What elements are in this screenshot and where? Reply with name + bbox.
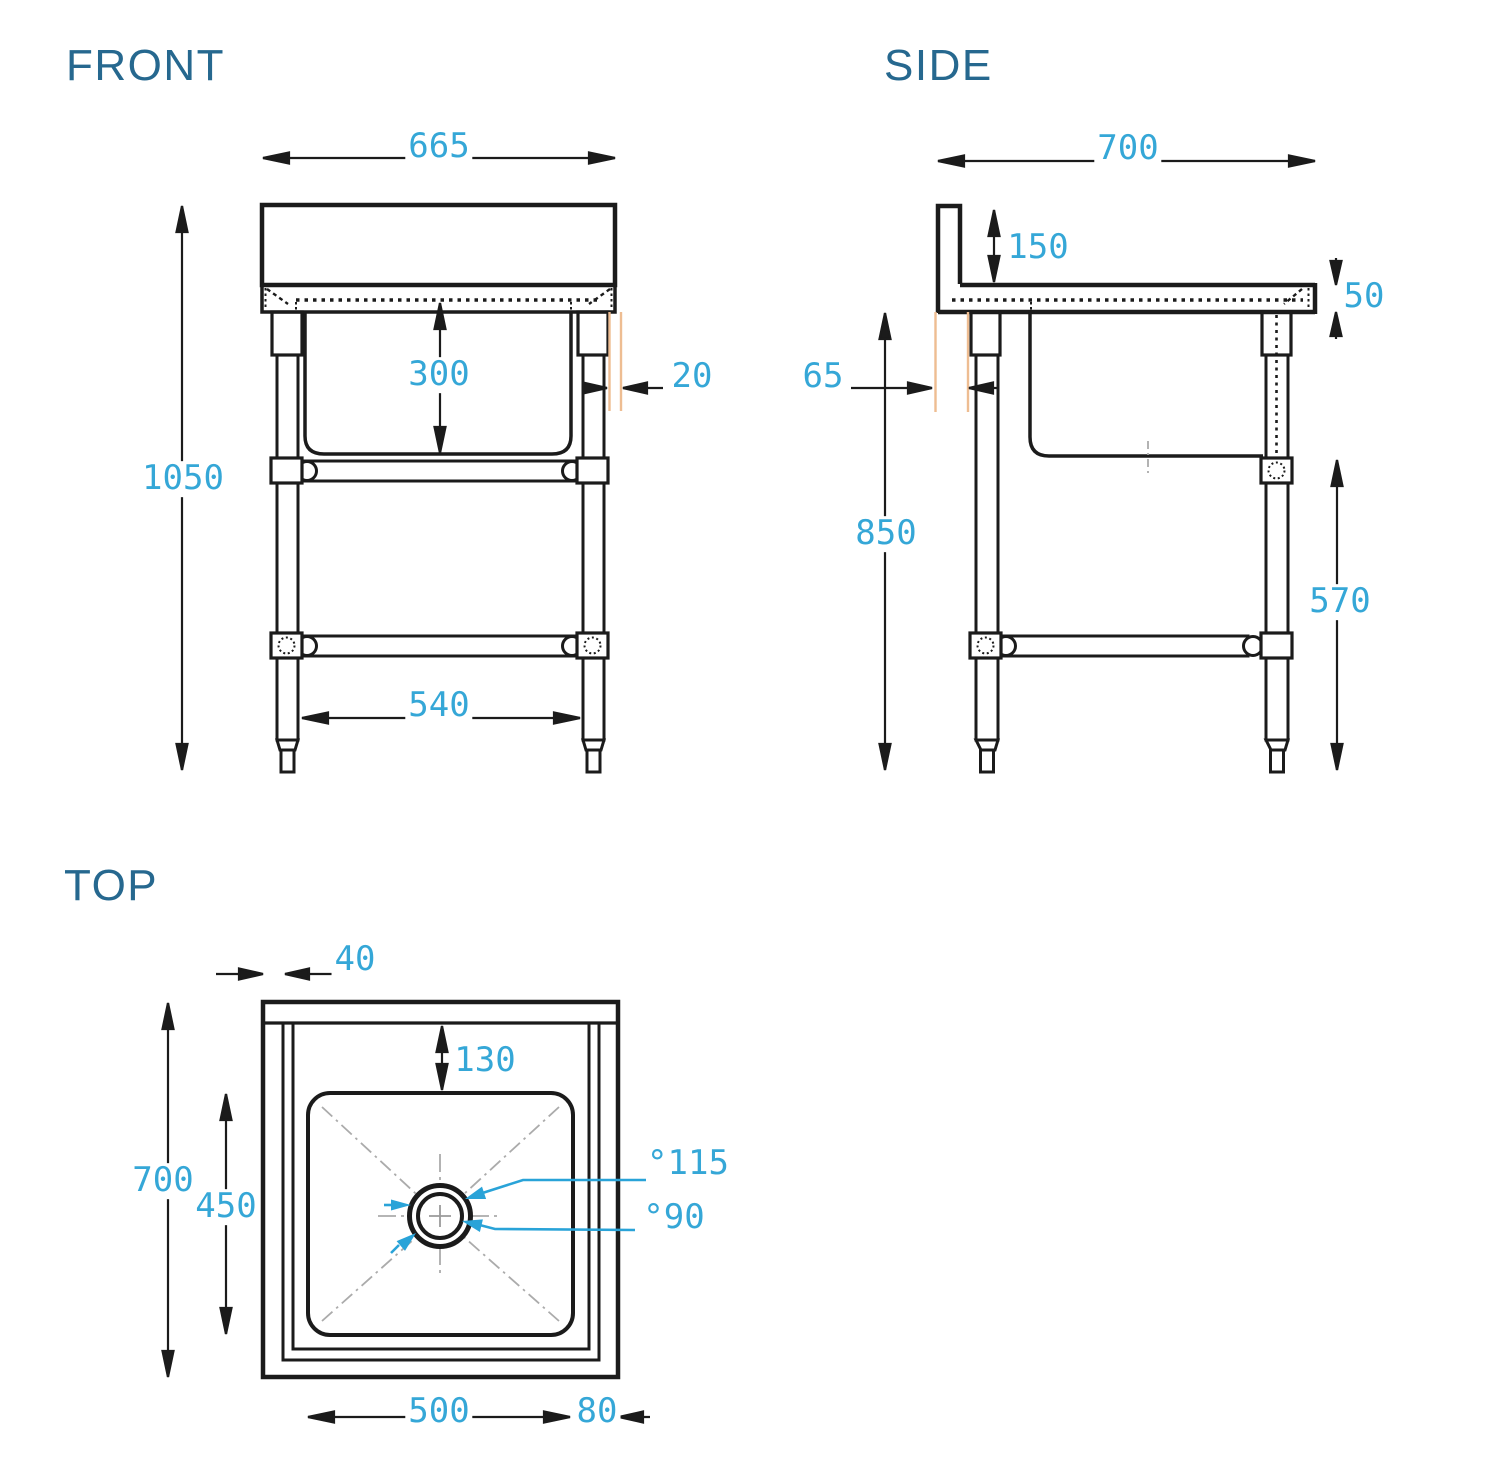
front-view: [175, 151, 663, 774]
top-sink-bowl: [306, 1091, 575, 1337]
dim-side-setback: 65: [799, 358, 847, 395]
front-lower-brace: [269, 631, 610, 660]
side-left-leg: [969, 310, 1002, 774]
dim-front-height: 1050: [139, 460, 227, 497]
dim-top-bowl-depth: 450: [192, 1188, 260, 1225]
front-tabletop: [259, 202, 618, 288]
front-upper-brace: [269, 456, 610, 485]
dim-top-bowl-offset: 130: [451, 1042, 519, 1079]
front-rim-highlight: [608, 312, 623, 411]
dim-top-drain-outer: °115: [647, 1143, 729, 1184]
dim-front-rim-offset: 20: [668, 358, 716, 395]
top-drain: [407, 1183, 473, 1249]
dim-front-width: 665: [405, 128, 473, 165]
side-view: [851, 154, 1344, 774]
dim-top-edge: 80: [573, 1393, 621, 1430]
side-rim-highlight: [934, 312, 970, 412]
dim-top-depth: 700: [129, 1162, 197, 1199]
top-view: [161, 967, 650, 1424]
top-outer-edge: [260, 999, 621, 1380]
dim-top-bowl-width: 500: [405, 1393, 473, 1430]
top-drain-leaders: [384, 1178, 646, 1254]
front-left-leg: [270, 310, 304, 774]
top-frame-inner: [291, 1021, 591, 1351]
side-sink-bowl: [1028, 312, 1263, 458]
dim-side-top-thickness: 50: [1340, 278, 1388, 315]
dim-side-shelf-height: 570: [1306, 583, 1374, 620]
side-right-leg: [1260, 310, 1293, 774]
dim-front-leg-spacing: 540: [405, 687, 473, 724]
front-right-leg: [576, 310, 610, 774]
side-splashback: [935, 203, 963, 313]
side-lower-brace: [968, 631, 1294, 660]
dim-side-splashback: 150: [1004, 229, 1072, 266]
side-upper-connector: [1259, 456, 1294, 485]
side-view-title: SIDE: [884, 41, 993, 90]
dim-front-bowl-depth: 300: [405, 356, 473, 393]
dim-top-rim: 40: [331, 941, 379, 978]
dim-top-drain-inner: °90: [643, 1197, 705, 1238]
dim-side-depth: 700: [1094, 130, 1162, 167]
dim-side-height: 850: [852, 515, 920, 552]
front-sink-bowl: [303, 312, 573, 456]
front-view-title: FRONT: [66, 41, 226, 90]
top-view-title: TOP: [64, 861, 159, 910]
